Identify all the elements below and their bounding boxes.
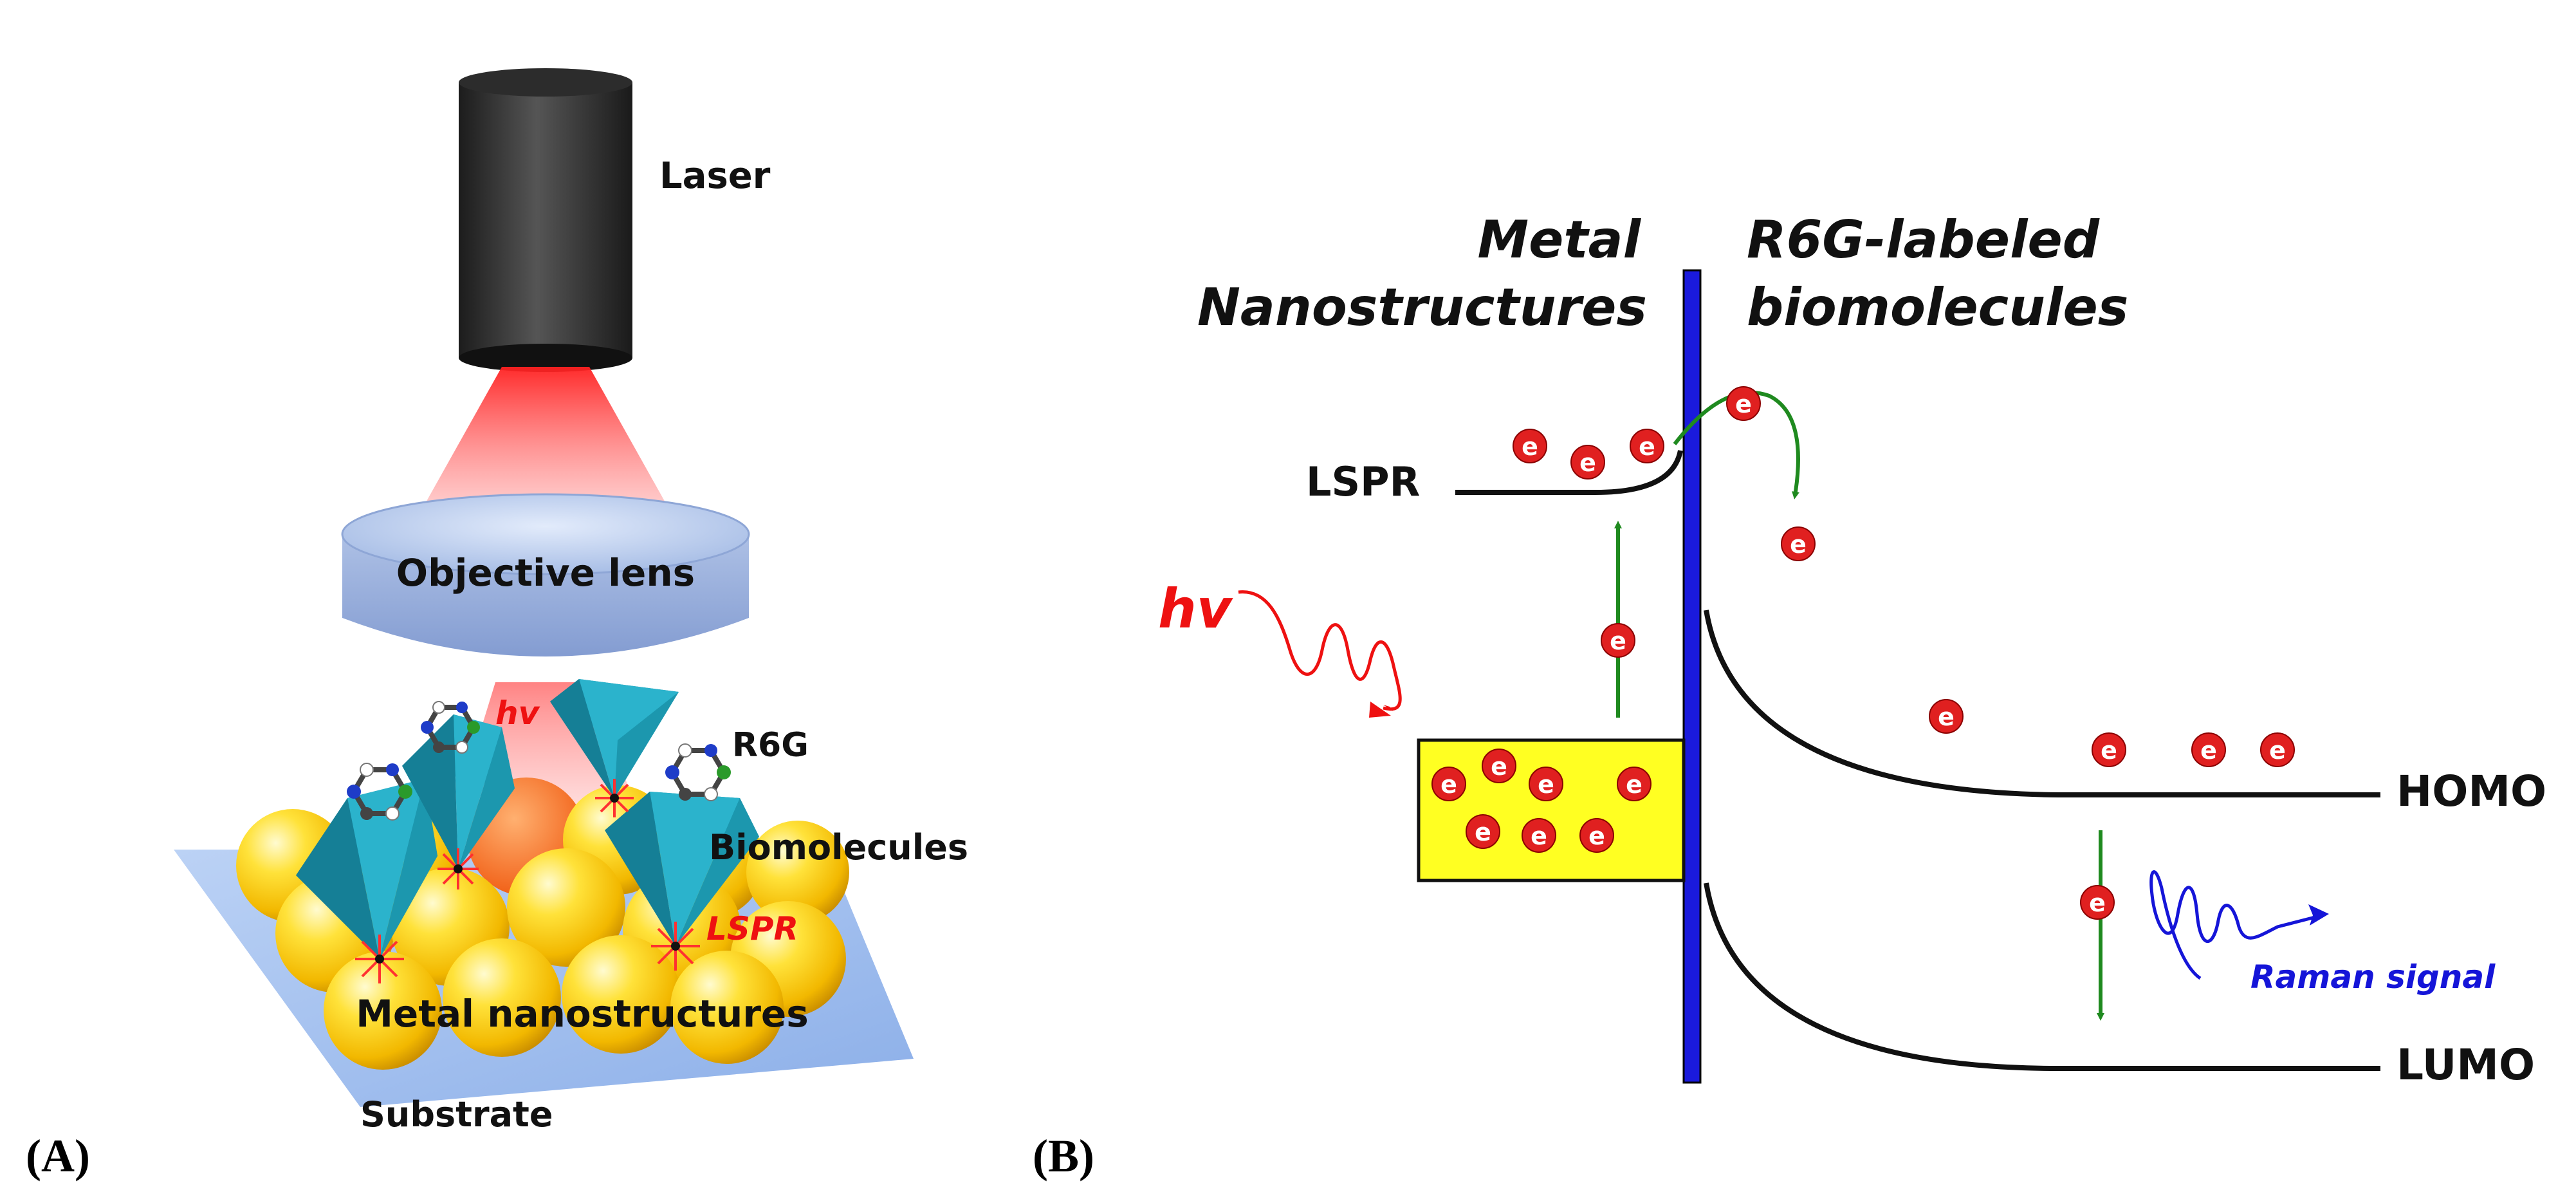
lspr-label-a: LSPR xyxy=(706,910,798,947)
electron-icon: e xyxy=(1431,767,1466,801)
metal-header-line2: Nanostructures xyxy=(1197,277,1647,337)
lumo-label: LUMO xyxy=(2397,1040,2535,1090)
r6g-molecule-icon xyxy=(347,763,412,821)
r6g-label: R6G xyxy=(732,726,809,765)
metal-electron-box xyxy=(1417,738,1686,882)
panel-a: Laser Objective lens hv R6G Biomolecules… xyxy=(26,68,968,1182)
electron-symbol: e xyxy=(1938,703,1955,731)
lspr-spark xyxy=(595,779,634,817)
r6g-molecule-icon xyxy=(665,743,731,801)
electron-symbol: e xyxy=(1579,449,1596,477)
raman-arrow-icon xyxy=(2308,904,2329,926)
electron-symbol: e xyxy=(2269,736,2286,765)
electron-icon: e xyxy=(1513,429,1547,463)
biomolecule-pyramid xyxy=(550,679,679,798)
photon-label-a: hv xyxy=(495,694,540,732)
electron-symbol: e xyxy=(1790,530,1807,559)
electron-symbol: e xyxy=(1735,390,1752,418)
electron-icon: e xyxy=(1522,818,1556,853)
panel-b-label: (B) xyxy=(1033,1130,1094,1182)
r6g-molecule-icon xyxy=(421,701,480,754)
electron-icon: e xyxy=(1570,445,1605,479)
electron-symbol: e xyxy=(1626,770,1642,799)
metal-nanostructures-label: Metal nanostructures xyxy=(356,992,809,1036)
electrons: e e e e e e e e e e e e e e e e e e xyxy=(1431,386,2295,920)
lspr-spark xyxy=(355,935,404,983)
electron-symbol: e xyxy=(1538,770,1554,799)
nanosphere xyxy=(670,951,784,1064)
laser-icon xyxy=(459,68,632,372)
objective-lens-icon xyxy=(341,493,750,656)
lspr-level-label: LSPR xyxy=(1306,458,1420,505)
electron-symbol: e xyxy=(1531,822,1547,850)
laser-beam-upper xyxy=(419,367,672,515)
raman-wave-icon xyxy=(2149,870,2323,980)
lspr-hotspots xyxy=(355,779,700,983)
dye-header-line2: biomolecules xyxy=(1747,277,2128,337)
panel-b: Metal Nanostructures R6G-labeled biomole… xyxy=(1033,210,2546,1182)
lspr-level-curve xyxy=(1455,450,1683,495)
electron-icon: e xyxy=(1529,767,1563,801)
biomolecule-pyramid xyxy=(605,792,759,946)
electron-symbol: e xyxy=(1639,433,1655,461)
panel-a-label: (A) xyxy=(26,1130,90,1182)
substrate-label: Substrate xyxy=(360,1094,553,1135)
electron-icon: e xyxy=(1617,767,1651,801)
electron-icon: e xyxy=(1781,526,1816,561)
lspr-spark xyxy=(651,922,700,971)
nanosphere xyxy=(562,935,680,1054)
photon-label-b: hv xyxy=(1158,577,1233,640)
biomolecule-pyramid xyxy=(296,779,437,959)
nanosphere xyxy=(443,938,561,1057)
dye-header-line1: R6G-labeled xyxy=(1747,210,2100,270)
electron-symbol: e xyxy=(1491,752,1507,781)
electron-icon: e xyxy=(2260,732,2295,767)
homo-level-curve xyxy=(1704,610,2380,797)
objective-lens-label: Objective lens xyxy=(396,551,695,595)
interface-line xyxy=(1682,269,1702,1084)
electron-icon: e xyxy=(1482,749,1516,783)
electron-icon: e xyxy=(1601,623,1635,658)
laser-label: Laser xyxy=(659,155,771,197)
electron-icon: e xyxy=(2191,732,2226,767)
electron-icon: e xyxy=(1466,814,1500,849)
electron-icon: e xyxy=(2080,885,2115,920)
electron-icon: e xyxy=(1630,429,1664,463)
electron-symbol: e xyxy=(2200,736,2217,765)
raman-signal-label: Raman signal xyxy=(2250,958,2496,996)
electron-icon: e xyxy=(2092,732,2126,767)
electron-icon: e xyxy=(1579,818,1614,853)
biomolecules-label: Biomolecules xyxy=(709,827,968,868)
electron-symbol: e xyxy=(1440,770,1457,799)
electron-icon: e xyxy=(1929,699,1964,734)
metal-header-line1: Metal xyxy=(1477,210,1641,270)
electron-symbol: e xyxy=(2101,736,2117,765)
charge-transfer-arrow xyxy=(1673,391,1800,499)
photon-arrow-icon xyxy=(1369,702,1393,718)
electron-symbol: e xyxy=(1522,433,1538,461)
photon-wave-icon xyxy=(1238,590,1402,711)
r6g-molecules xyxy=(347,701,731,821)
electron-symbol: e xyxy=(2089,889,2106,917)
nanosphere xyxy=(746,821,849,924)
lumo-level-curve xyxy=(1704,882,2380,1071)
electron-symbol: e xyxy=(1610,627,1626,655)
homo-label: HOMO xyxy=(2397,767,2546,816)
electron-icon: e xyxy=(1726,386,1761,421)
nanosphere xyxy=(507,848,625,967)
nanosphere xyxy=(324,951,442,1070)
electron-symbol: e xyxy=(1475,818,1491,846)
lspr-spark xyxy=(437,848,479,889)
electron-symbol: e xyxy=(1588,822,1605,850)
